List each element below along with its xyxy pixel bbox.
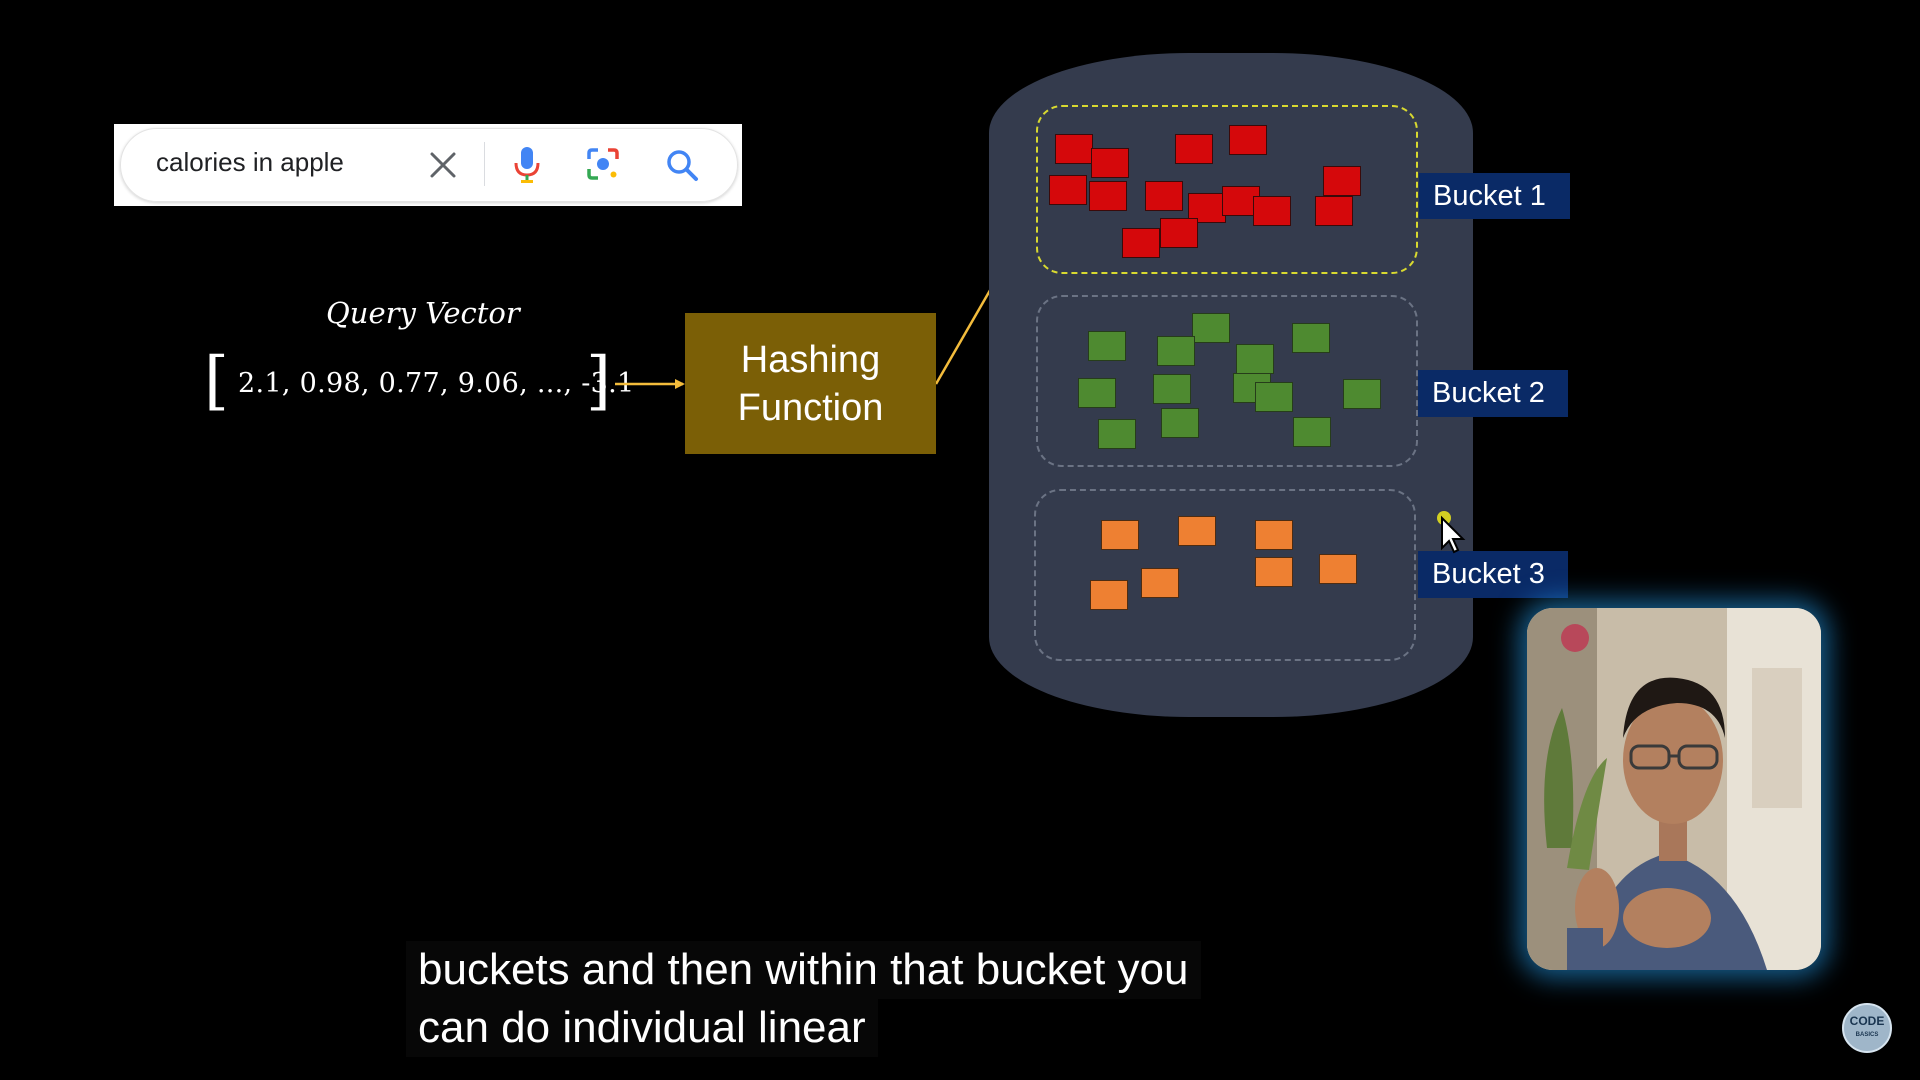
- microphone-icon[interactable]: [512, 145, 542, 185]
- bucket-2-area: [1036, 295, 1418, 467]
- bucket-2-item: [1161, 408, 1199, 438]
- hashing-function-box: Hashing Function: [685, 313, 936, 454]
- bucket-3-area: [1034, 489, 1416, 661]
- logo-text-line1: CODE: [1849, 1013, 1885, 1028]
- codebasics-logo: CODE BASICS: [1842, 1003, 1892, 1053]
- presenter-image: [1527, 608, 1821, 970]
- bucket-1-item: [1323, 166, 1361, 196]
- search-panel: [114, 124, 742, 206]
- bucket-1-item: [1315, 196, 1353, 226]
- bucket-2-item: [1292, 323, 1330, 353]
- camera-lens-icon[interactable]: [586, 147, 620, 181]
- bucket-2-item: [1236, 344, 1274, 374]
- bucket-3-item: [1090, 580, 1128, 610]
- bucket-1-label: Bucket 1: [1419, 173, 1570, 219]
- bucket-2-item: [1192, 313, 1230, 343]
- bucket-2-item: [1153, 374, 1191, 404]
- close-icon[interactable]: [426, 148, 460, 182]
- bucket-1-item: [1253, 196, 1291, 226]
- bucket-2-item: [1088, 331, 1126, 361]
- search-divider: [484, 142, 485, 186]
- mouse-cursor-icon: [1437, 511, 1466, 554]
- bucket-2-item: [1098, 419, 1136, 449]
- logo-text-line2: BASICS: [1855, 1031, 1879, 1038]
- presenter-webcam: [1527, 608, 1821, 970]
- magnifier-icon[interactable]: [665, 148, 699, 182]
- bucket-3-item: [1255, 557, 1293, 587]
- bucket-1-item: [1229, 125, 1267, 155]
- hashing-function-line1: Hashing: [740, 338, 881, 381]
- bucket-1-area: [1036, 105, 1418, 274]
- bucket-1-item: [1145, 181, 1183, 211]
- bucket-3-item: [1101, 520, 1139, 550]
- bucket-2-item: [1255, 382, 1293, 412]
- bucket-2-item: [1078, 378, 1116, 408]
- caption-line-1: buckets and then within that bucket you: [406, 941, 1201, 999]
- bucket-1-item: [1049, 175, 1087, 205]
- bucket-2-item: [1343, 379, 1381, 409]
- left-bracket: [: [204, 344, 229, 418]
- bucket-2-item: [1293, 417, 1331, 447]
- bucket-2-item: [1157, 336, 1195, 366]
- query-vector-values: 2.1, 0.98, 0.77, 9.06, ..., -3.1: [238, 368, 635, 399]
- bucket-1-item: [1055, 134, 1093, 164]
- bucket-3-item: [1178, 516, 1216, 546]
- hashing-function-line2: Function: [737, 386, 884, 429]
- bucket-2-label: Bucket 2: [1418, 370, 1568, 417]
- bucket-3-item: [1141, 568, 1179, 598]
- bucket-3-item: [1319, 554, 1357, 584]
- bucket-1-item: [1175, 134, 1213, 164]
- bucket-1-item: [1091, 148, 1129, 178]
- query-vector-title: Query Vector: [326, 296, 520, 330]
- right-bracket: ]: [586, 344, 611, 418]
- search-bar[interactable]: [120, 128, 738, 202]
- bucket-3-item: [1255, 520, 1293, 550]
- bucket-3-label: Bucket 3: [1418, 551, 1568, 598]
- bucket-1-item: [1122, 228, 1160, 258]
- bucket-1-item: [1160, 218, 1198, 248]
- search-input[interactable]: calories in apple: [156, 147, 344, 177]
- caption-line-2: can do individual linear: [406, 999, 878, 1057]
- bucket-1-item: [1089, 181, 1127, 211]
